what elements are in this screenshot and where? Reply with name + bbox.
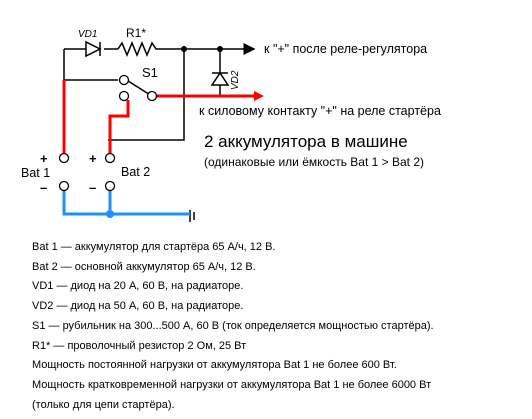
note-s1: S1 — рубильник на 300...500 А, 60 В (ток…	[32, 319, 434, 332]
vd1-diode	[85, 40, 102, 58]
note-constant-load: Мощность постоянной нагрузки от аккумуля…	[32, 359, 397, 372]
note-r1: R1* — проволочный резистор 2 Ом, 25 Вт	[32, 339, 247, 352]
vd2-label: VD2	[230, 70, 241, 90]
bat2-minus-sign: –	[89, 180, 96, 195]
s1-contacts	[118, 74, 158, 102]
to-starter-label: к силовому контакту "+" на реле стартёра	[199, 104, 441, 118]
bat1-plus-sign: +	[40, 151, 48, 166]
circuit-diagram: VD1 R1* S1 VD2 к "+" после реле-регулято…	[21, 26, 441, 222]
note-vd2: VD2 — диод на 50 А, 60 В, на радиаторе.	[32, 300, 244, 313]
r1-label: R1*	[126, 26, 146, 40]
note-peak-load-scope: (только для цепи стартёра).	[32, 398, 175, 411]
bat2-terminals	[104, 152, 116, 192]
starter-arrow	[254, 91, 264, 101]
vd2-diode	[210, 71, 230, 86]
r1-resistor	[117, 41, 160, 57]
bat1-terminals	[58, 152, 70, 192]
s1-label: S1	[142, 65, 158, 80]
vd1-label: VD1	[78, 29, 97, 40]
title: 2 аккумулятора в машине	[204, 132, 408, 151]
note-vd1: VD1 — диод на 20 А, 60 В, на радиаторе.	[32, 280, 244, 293]
junction-dots	[181, 46, 223, 52]
bat1-minus-sign: –	[40, 180, 47, 195]
note-peak-load: Мощность кратковременной нагрузки от акк…	[32, 378, 432, 391]
to-regulator-label: к "+" после реле-регулятора	[264, 42, 427, 56]
note-bat2: Bat 2 — основной аккумулятор 65 А/ч, 12 …	[32, 260, 256, 273]
note-bat1: Bat 1 — аккумулятор для стартёра 65 А/ч,…	[32, 241, 276, 253]
negative-wires	[62, 188, 190, 216]
bat2-label: Bat 2	[121, 165, 150, 179]
bat1-label: Bat 1	[21, 166, 50, 180]
positive-wires	[62, 80, 254, 154]
negative-junction-dot	[106, 210, 114, 218]
component-notes: Bat 1 — аккумулятор для стартёра 65 А/ч,…	[32, 238, 522, 415]
subtitle: (одинаковые или ёмкость Bat 1 > Bat 2)	[204, 155, 424, 169]
bat2-plus-sign: +	[89, 151, 97, 166]
